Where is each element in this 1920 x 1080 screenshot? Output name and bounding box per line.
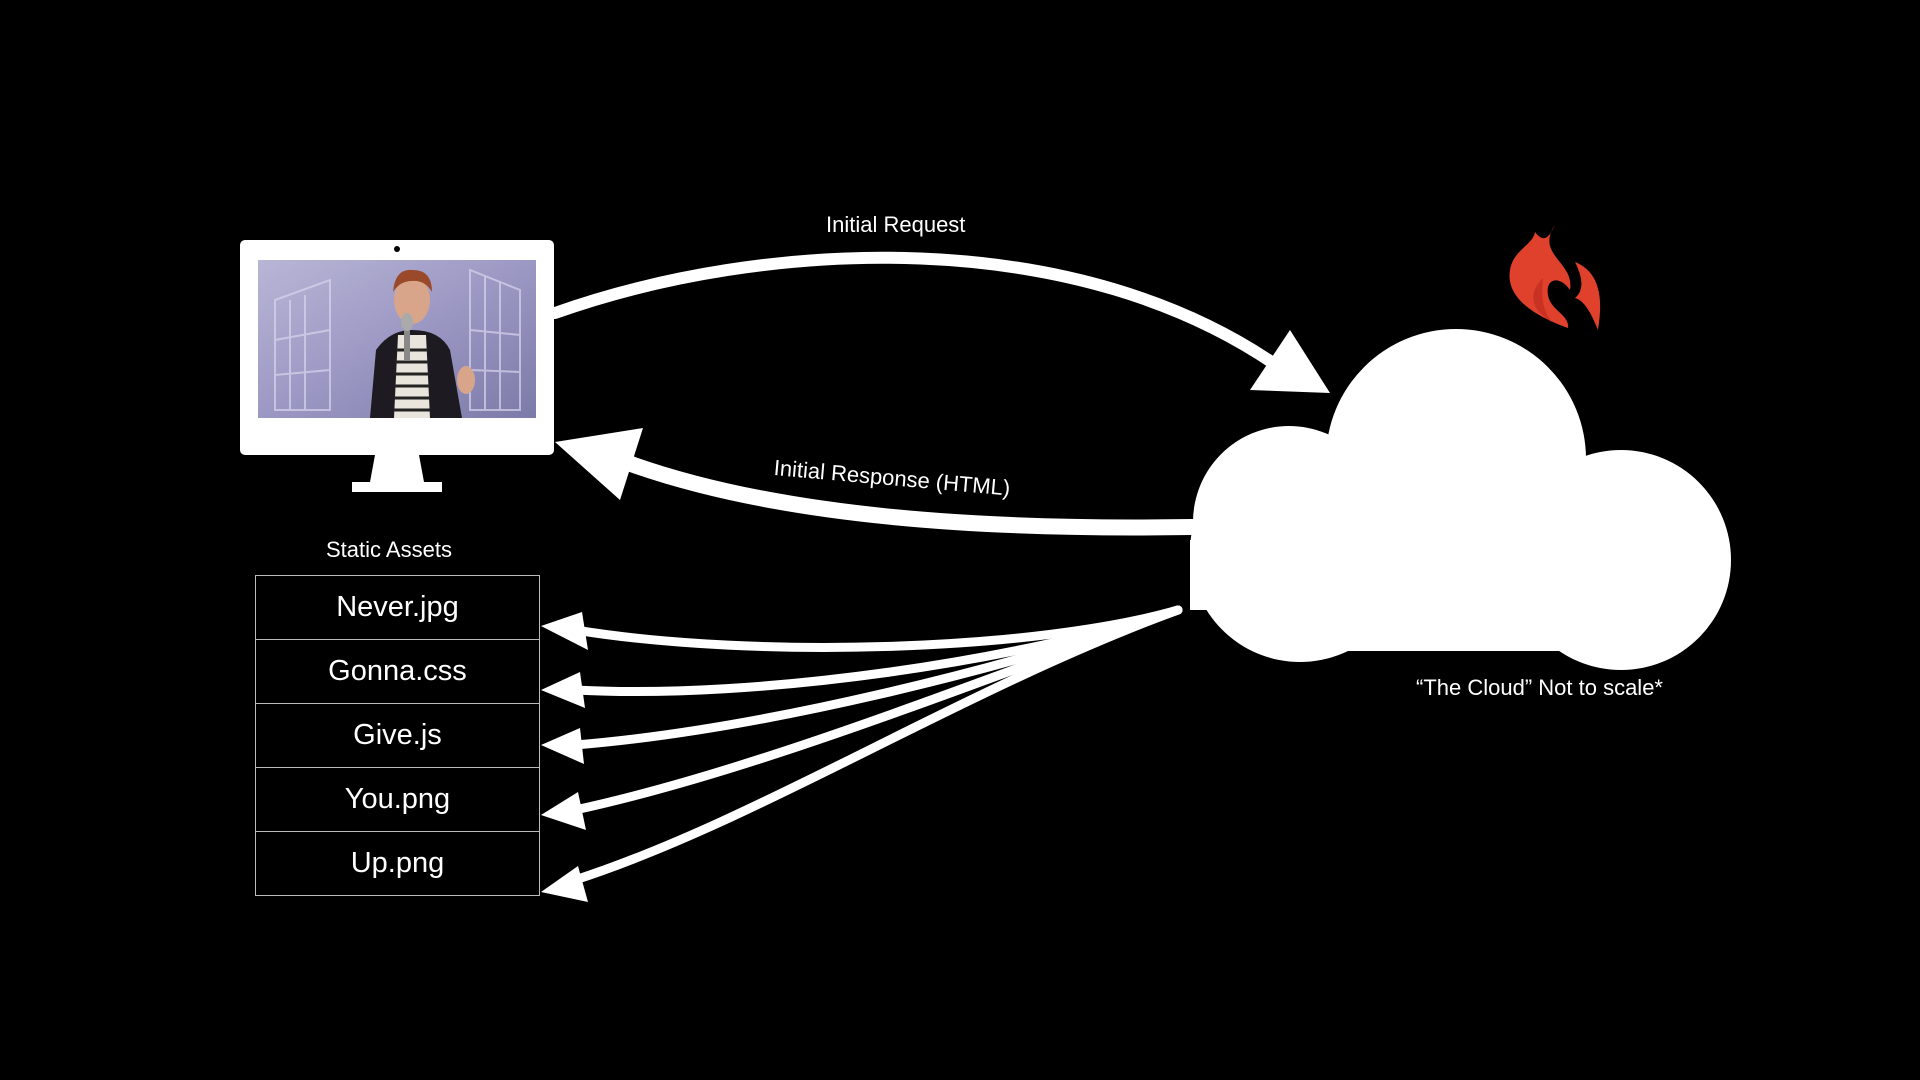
asset-row: Up.png xyxy=(255,832,540,896)
video-still xyxy=(258,260,536,418)
asset-row: Never.jpg xyxy=(255,576,540,640)
fire-icon xyxy=(1509,225,1601,330)
asset-row: Give.js xyxy=(255,704,540,768)
static-assets-table: Never.jpg Gonna.css Give.js You.png Up.p… xyxy=(255,575,540,896)
initial-request-arrow xyxy=(549,251,1330,393)
asset-arrows xyxy=(570,605,1183,885)
cloud-caption: “The Cloud” Not to scale* xyxy=(1416,675,1663,700)
asset-row: Gonna.css xyxy=(255,640,540,704)
static-assets-heading: Static Assets xyxy=(326,537,452,562)
cloud-icon xyxy=(1190,329,1731,670)
asset-row: You.png xyxy=(255,768,540,832)
initial-request-label: Initial Request xyxy=(826,212,966,237)
initial-response-arrow xyxy=(555,428,1200,536)
asset-arrow-5 xyxy=(570,605,1183,885)
monitor-icon xyxy=(240,240,554,492)
asset-arrowheads xyxy=(541,612,588,902)
